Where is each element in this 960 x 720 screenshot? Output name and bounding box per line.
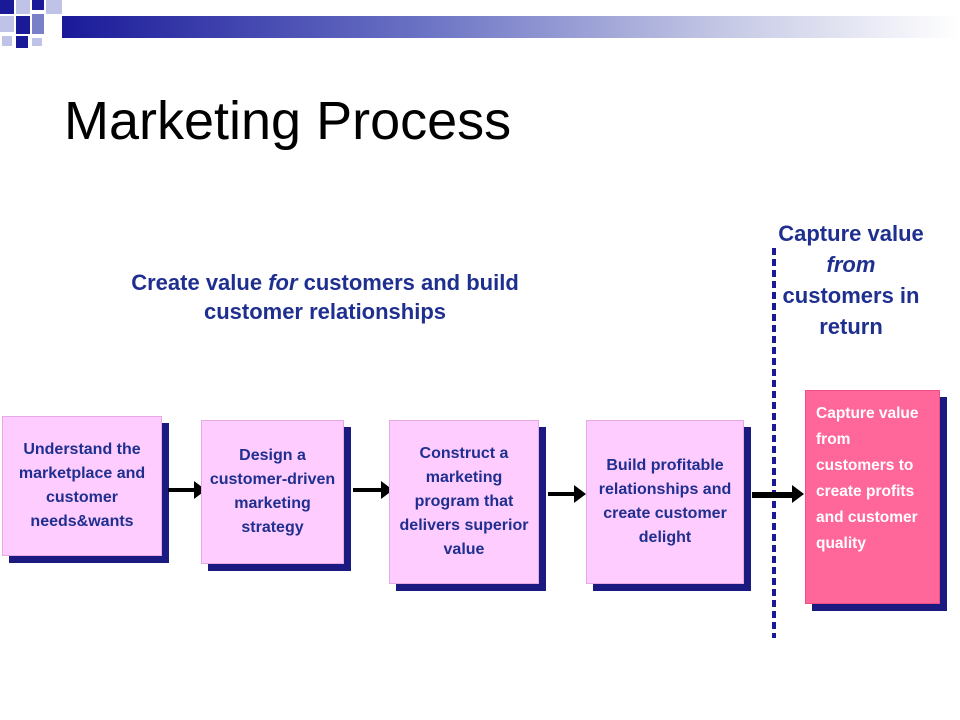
- arrow-right: [353, 481, 393, 499]
- final-step-label: Capture value from customers to create p…: [816, 405, 919, 552]
- header-gradient-bar: [62, 16, 960, 38]
- step-build-relationships: Build profitable relationships and creat…: [586, 420, 751, 591]
- step-capture-value: Capture value from customers to create p…: [805, 390, 947, 611]
- step-understand-marketplace: Understand the marketplace and customer …: [2, 416, 169, 563]
- step-design-strategy: Design a customer-driven marketing strat…: [201, 420, 351, 571]
- create-value-heading: Create value for customers and build cus…: [131, 270, 519, 324]
- step-label: Understand the marketplace and customer …: [18, 441, 146, 530]
- arrow-right: [752, 485, 804, 503]
- step-label: Build profitable relationships and creat…: [598, 457, 732, 546]
- capture-value-heading: Capture value from customers in return: [778, 221, 924, 339]
- page-title: Marketing Process: [64, 91, 512, 151]
- step-label: Design a customer-driven marketing strat…: [209, 447, 336, 536]
- arrow-right: [548, 485, 586, 503]
- dotted-divider: [772, 248, 776, 638]
- corner-decoration: [0, 0, 960, 60]
- arrow-right: [168, 481, 206, 499]
- step-construct-program: Construct a marketing program that deliv…: [389, 420, 546, 591]
- step-label: Construct a marketing program that deliv…: [399, 445, 529, 558]
